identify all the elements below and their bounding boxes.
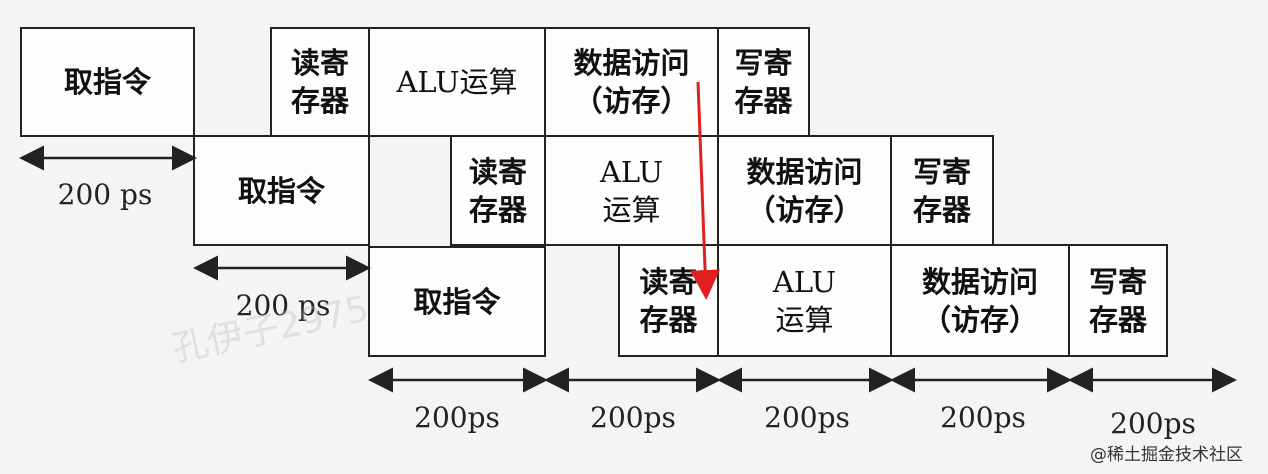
row3-alu-label: ALU 运算 [772,264,837,337]
row2-reg-read-label: 读寄 存器 [468,154,527,227]
row3-alu: ALU 运算 [717,244,892,357]
row3-fetch: 取指令 [368,246,546,357]
row3-reg-read: 读寄 存器 [618,244,719,357]
row3-reg-read-label: 读寄 存器 [639,264,698,337]
row3-fetch-label: 取指令 [413,284,501,319]
row2-mem: 数据访问 （访存） [717,135,892,246]
row1-reg-write: 写寄 存器 [717,27,810,137]
tick-label-2: 200ps [590,401,676,434]
forwarding-arrow [690,81,721,300]
row2-fetch: 取指令 [193,135,370,246]
row1-reg-read-label: 读寄 存器 [290,46,349,118]
tick-label-4: 200ps [940,401,1026,434]
row3-reg-write: 写寄 存器 [1068,244,1168,357]
row2-reg-write-label: 写寄 存器 [912,154,971,227]
row1-fetch-label: 取指令 [63,65,151,99]
row2-fetch-label: 取指令 [237,173,325,208]
site-watermark: @稀土掘金技术社区 [1090,445,1243,465]
row1-alu-label: ALU运算 [396,65,518,99]
row2-alu-label: ALU 运算 [599,154,664,227]
row2-reg-read: 读寄 存器 [450,135,546,246]
row1-mem-label: 数据访问 （访存） [573,46,690,118]
stage-time-label-1: 200 ps [57,178,153,211]
row1-alu: ALU运算 [368,27,546,137]
stage-time-label-2: 200 ps [235,289,331,322]
row3-mem: 数据访问 （访存） [890,244,1070,357]
row1-reg-write-label: 写寄 存器 [734,46,793,118]
tick-label-3: 200ps [764,401,850,434]
row1-fetch: 取指令 [20,27,195,137]
row3-reg-write-label: 写寄 存器 [1088,264,1147,337]
row2-mem-label: 数据访问 （访存） [746,154,863,227]
tick-label-5: 200ps [1110,407,1196,440]
tick-label-1: 200ps [414,401,500,434]
row3-mem-label: 数据访问 （访存） [921,264,1038,337]
row2-alu: ALU 运算 [544,135,719,246]
row2-reg-write: 写寄 存器 [890,135,994,246]
